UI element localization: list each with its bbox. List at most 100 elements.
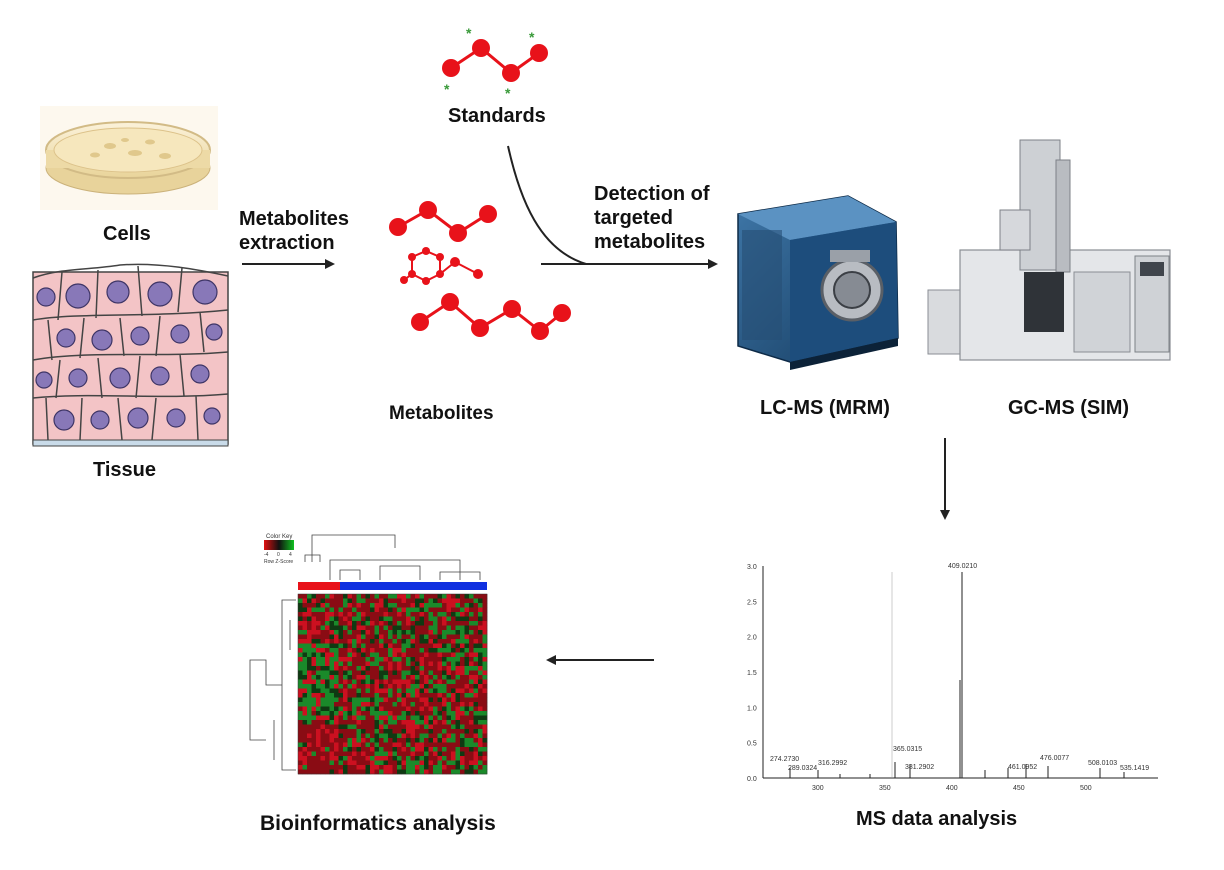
heatmap-cell	[451, 603, 456, 608]
heatmap-cell	[320, 729, 326, 734]
heatmap-cell	[298, 769, 303, 775]
heatmap-cell	[401, 720, 407, 725]
heatmap-cell	[482, 679, 488, 685]
heatmap-cell	[401, 666, 407, 671]
heatmap-cell	[446, 670, 452, 676]
heatmap-cell	[460, 693, 465, 698]
metabolites-molecules	[389, 201, 571, 340]
heatmap-cell	[338, 594, 344, 599]
heatmap-cell	[302, 661, 308, 667]
heatmap-cell	[392, 648, 398, 653]
heatmap-cell	[473, 670, 479, 676]
heatmap-cell	[356, 598, 362, 604]
heatmap-cell	[370, 747, 375, 752]
heatmap-cell	[482, 697, 488, 703]
heatmap-cell	[298, 607, 303, 613]
heatmap-cell	[334, 724, 339, 730]
heatmap-cell	[464, 720, 470, 725]
heatmap-cell	[392, 607, 398, 613]
heatmap-cell	[352, 630, 357, 635]
heatmap-cell	[370, 639, 375, 644]
heatmap-cell	[473, 715, 479, 721]
heatmap-cell	[392, 598, 398, 604]
heatmap-cell	[415, 630, 420, 635]
heatmap-cell	[415, 598, 420, 604]
heatmap-cell	[419, 747, 425, 752]
heatmap-cell	[401, 742, 407, 748]
heatmap-cell	[469, 751, 474, 757]
heatmap-cell	[361, 747, 366, 752]
heatmap-cell	[329, 603, 335, 608]
heatmap-cell	[460, 679, 465, 685]
heatmap-cell	[406, 621, 411, 626]
heatmap-cell	[455, 670, 461, 676]
heatmap-cell	[392, 693, 398, 698]
heatmap-cell	[329, 643, 335, 649]
heatmap-cell	[482, 760, 488, 766]
heatmap-cell	[482, 688, 488, 694]
heatmap-cell	[446, 760, 452, 766]
heatmap-cell	[334, 675, 339, 680]
heatmap-cell	[433, 603, 438, 608]
heatmap-cell	[361, 607, 366, 613]
heatmap-cell	[343, 594, 348, 599]
heatmap-cell	[482, 607, 488, 613]
heatmap-cell	[406, 760, 411, 766]
heatmap-cell	[347, 675, 353, 680]
heatmap-cell	[460, 756, 465, 761]
heatmap-cell	[424, 733, 429, 739]
heatmap-cell	[415, 738, 420, 743]
heatmap-cell	[406, 688, 411, 694]
heatmap-cell	[451, 625, 456, 631]
heatmap-cell	[379, 594, 384, 599]
heatmap-cell	[347, 693, 353, 698]
heatmap-cell	[334, 616, 339, 622]
heatmap-cell	[455, 616, 461, 622]
heatmap-cell	[338, 643, 344, 649]
heatmap-cell	[307, 639, 312, 644]
heatmap-cell	[388, 643, 393, 649]
heatmap-cell	[410, 607, 416, 613]
heatmap-cell	[302, 760, 308, 766]
heatmap-cell	[424, 769, 429, 775]
heatmap-cell	[451, 756, 456, 761]
heatmap-cell	[388, 760, 393, 766]
heatmap-cell	[334, 729, 339, 734]
heatmap-cell	[424, 675, 429, 680]
heatmap-cell	[469, 612, 474, 617]
heatmap-cell	[388, 751, 393, 757]
heatmap-cell	[307, 724, 312, 730]
heatmap-cell	[419, 657, 425, 662]
heatmap-cell	[356, 693, 362, 698]
heatmap-cell	[320, 598, 326, 604]
heatmap-cell	[464, 639, 470, 644]
heatmap-cell	[482, 612, 488, 617]
heatmap-cell	[473, 643, 479, 649]
heatmap-cell	[325, 769, 330, 775]
heatmap-cell	[424, 729, 429, 734]
heatmap-cell	[428, 675, 434, 680]
heatmap-cell	[320, 697, 326, 703]
heatmap-cell	[352, 751, 357, 757]
heatmap-cell	[437, 693, 443, 698]
heatmap-cell	[460, 765, 465, 770]
heatmap-cell	[383, 693, 389, 698]
heatmap-cell	[365, 729, 371, 734]
heatmap-cell	[379, 729, 384, 734]
heatmap-cell	[433, 652, 438, 658]
heatmap-cell	[334, 603, 339, 608]
heatmap-cell	[334, 715, 339, 721]
heatmap-cell	[329, 607, 335, 613]
heatmap-cell	[320, 630, 326, 635]
cells-label: Cells	[103, 223, 151, 245]
heatmap-cell	[455, 598, 461, 604]
heatmap-cell	[338, 612, 344, 617]
heatmap-cell	[361, 751, 366, 757]
heatmap-cell	[343, 724, 348, 730]
heatmap-cell	[311, 738, 317, 743]
heatmap-cell	[446, 769, 452, 775]
heatmap-cell	[343, 648, 348, 653]
heatmap-cell	[311, 688, 317, 694]
heatmap-cell	[383, 684, 389, 689]
